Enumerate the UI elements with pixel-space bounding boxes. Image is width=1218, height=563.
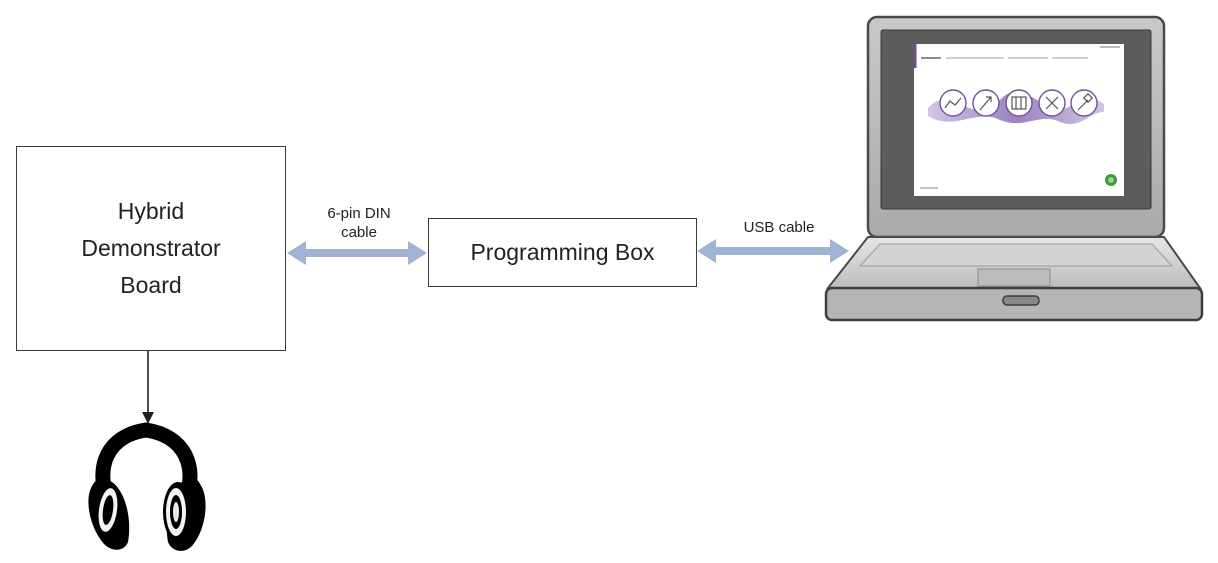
demonstrator-board-label: Hybrid Demonstrator Board bbox=[81, 198, 221, 298]
audio-output-arrow bbox=[142, 351, 154, 424]
usb-cable-label: USB cable bbox=[743, 219, 815, 236]
programming-box-label: Programming Box bbox=[470, 239, 655, 265]
din-cable-arrow bbox=[287, 241, 427, 265]
headphones-icon bbox=[88, 422, 206, 551]
din-cable-label: 6-pin DIN cable bbox=[327, 205, 391, 241]
demonstrator-board-box: Hybrid Demonstrator Board bbox=[16, 146, 286, 351]
laptop-screen-content bbox=[914, 44, 1120, 189]
usb-cable-arrow bbox=[697, 239, 849, 263]
programming-box: Programming Box bbox=[428, 218, 697, 287]
laptop-icon bbox=[824, 15, 1204, 322]
